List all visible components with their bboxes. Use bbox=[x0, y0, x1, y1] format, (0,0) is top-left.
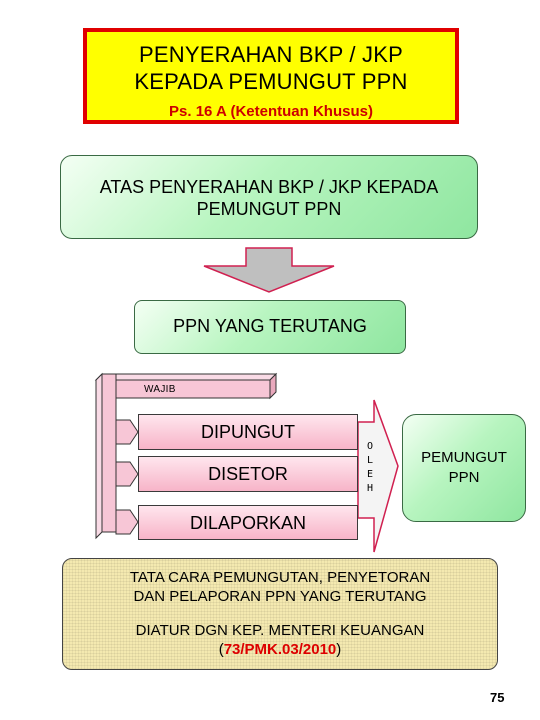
disetor-bar: DISETOR bbox=[138, 456, 358, 492]
ppn-terutang-label: PPN YANG TERUTANG bbox=[173, 316, 367, 336]
ppn-terutang-box: PPN YANG TERUTANG bbox=[134, 300, 406, 354]
wajib-header-bar bbox=[94, 372, 278, 400]
duties-bracket bbox=[95, 372, 139, 540]
pemungut-line-1: PEMUNGUT bbox=[421, 449, 507, 466]
oleh-letter: E bbox=[366, 469, 374, 480]
regulation-number: 73/PMK.03/2010 bbox=[223, 641, 337, 658]
oleh-label: O L E H bbox=[364, 440, 376, 496]
connector-dipungut bbox=[115, 419, 139, 445]
ref-open-paren: ( bbox=[218, 641, 224, 658]
title-line-1: PENYERAHAN BKP / JKP bbox=[138, 42, 403, 67]
oleh-letter: L bbox=[366, 455, 374, 466]
dilaporkan-bar: DILAPORKAN bbox=[138, 505, 358, 540]
wajib-label: WAJIB bbox=[144, 384, 176, 395]
pemungut-ppn-box: PEMUNGUT PPN bbox=[402, 414, 526, 522]
title-subtitle: Ps. 16 A (Ketentuan Khusus) bbox=[169, 103, 373, 120]
oleh-letter: H bbox=[366, 483, 374, 494]
penyerahan-line-1: ATAS PENYERAHAN BKP / JKP KEPADA bbox=[99, 177, 439, 197]
oleh-letter: O bbox=[366, 441, 374, 452]
penyerahan-box: ATAS PENYERAHAN BKP / JKP KEPADA PEMUNGU… bbox=[60, 155, 478, 239]
tata-cara-line-1: TATA CARA PEMUNGUTAN, PENYETORAN bbox=[129, 569, 431, 586]
oleh-chevron-arrow bbox=[357, 399, 399, 553]
penyerahan-line-2: PEMUNGUT PPN bbox=[196, 199, 342, 219]
ref-close-paren: ) bbox=[336, 641, 342, 658]
title-box: PENYERAHAN BKP / JKP KEPADA PEMUNGUT PPN… bbox=[83, 28, 459, 124]
page-number: 75 bbox=[490, 690, 505, 705]
pemungut-line-2: PPN bbox=[448, 469, 480, 486]
regulation-line: DIATUR DGN KEP. MENTERI KEUANGAN bbox=[135, 622, 425, 639]
regulation-reference: (73/PMK.03/2010) bbox=[63, 640, 497, 659]
dipungut-bar: DIPUNGUT bbox=[138, 414, 358, 450]
connector-dilaporkan bbox=[115, 509, 139, 535]
tata-cara-box: TATA CARA PEMUNGUTAN, PENYETORAN DAN PEL… bbox=[62, 558, 498, 670]
tata-cara-line-2: DAN PELAPORAN PPN YANG TERUTANG bbox=[133, 588, 427, 605]
down-arrow bbox=[203, 247, 335, 293]
title-line-2: KEPADA PEMUNGUT PPN bbox=[134, 69, 408, 94]
connector-disetor bbox=[115, 461, 139, 487]
